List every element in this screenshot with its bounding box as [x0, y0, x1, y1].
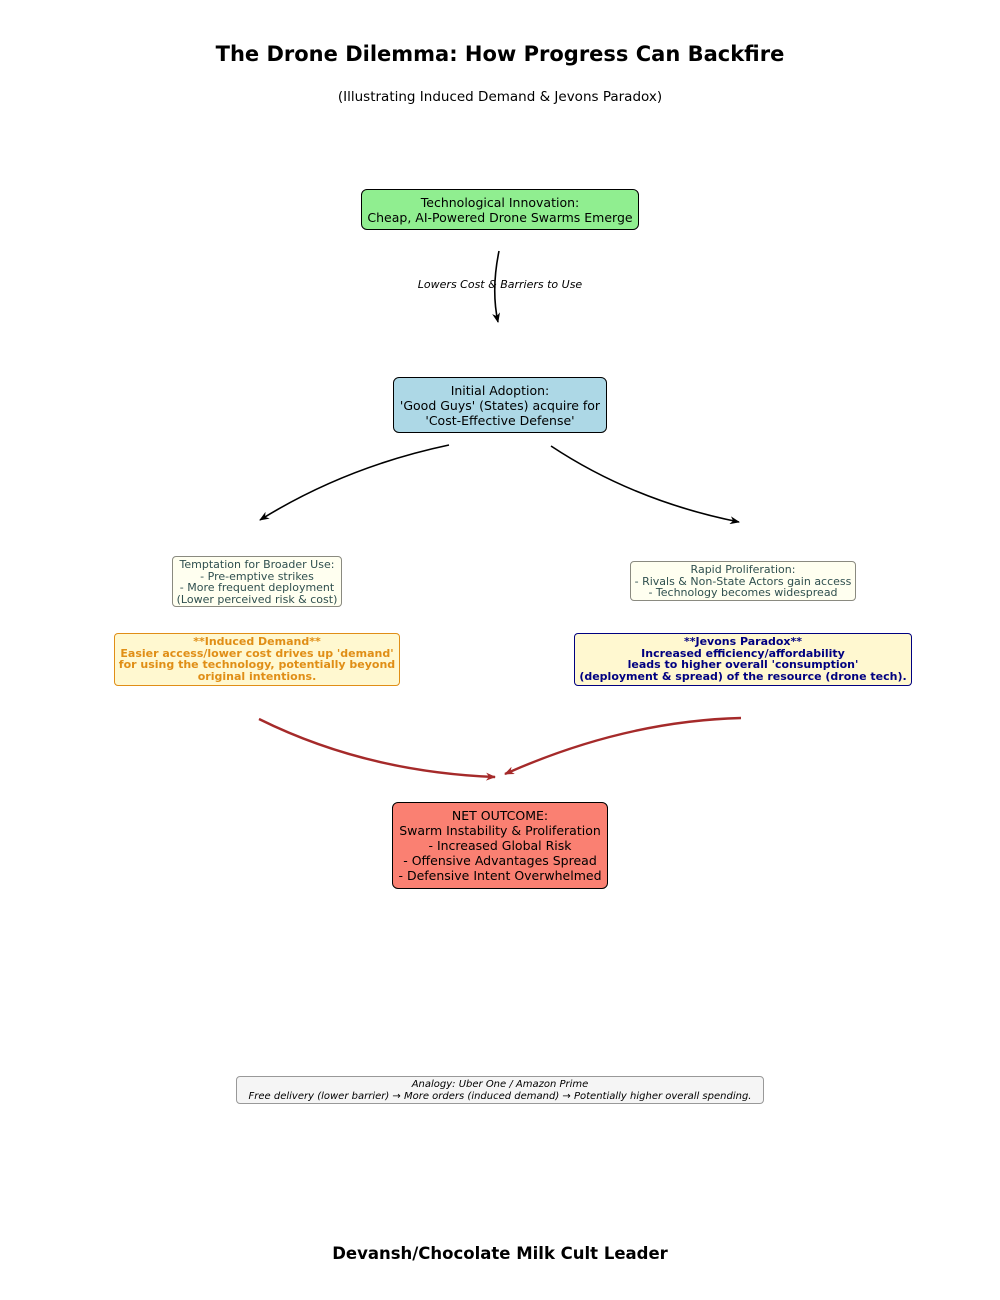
edge-label-lowers-cost: Lowers Cost & Barriers to Use	[417, 278, 583, 291]
analogy-note: Analogy: Uber One / Amazon Prime Free de…	[236, 1076, 764, 1104]
node-net-outcome: NET OUTCOME: Swarm Instability & Prolife…	[392, 802, 608, 889]
author-credit: Devansh/Chocolate Milk Cult Leader	[332, 1244, 668, 1263]
arrow-adoption-to-proliferation	[550, 445, 740, 525]
node-temptation-broader-use: Temptation for Broader Use: - Pre-emptiv…	[172, 556, 342, 607]
node-induced-demand: **Induced Demand** Easier access/lower c…	[114, 633, 400, 686]
arrow-adoption-to-temptation	[259, 444, 450, 521]
diagram-title: The Drone Dilemma: How Progress Can Back…	[215, 42, 785, 66]
node-initial-adoption: Initial Adoption: 'Good Guys' (States) a…	[393, 377, 607, 433]
node-rapid-proliferation: Rapid Proliferation: - Rivals & Non-Stat…	[630, 561, 856, 601]
diagram-subtitle: (Illustrating Induced Demand & Jevons Pa…	[337, 89, 663, 105]
arrow-induced-to-outcome	[258, 717, 496, 781]
node-technological-innovation: Technological Innovation: Cheap, AI-Powe…	[361, 189, 639, 230]
arrow-jevons-to-outcome	[504, 716, 742, 776]
node-jevons-paradox: **Jevons Paradox** Increased efficiency/…	[574, 633, 912, 686]
arrow-innovation-to-adoption	[492, 250, 500, 323]
